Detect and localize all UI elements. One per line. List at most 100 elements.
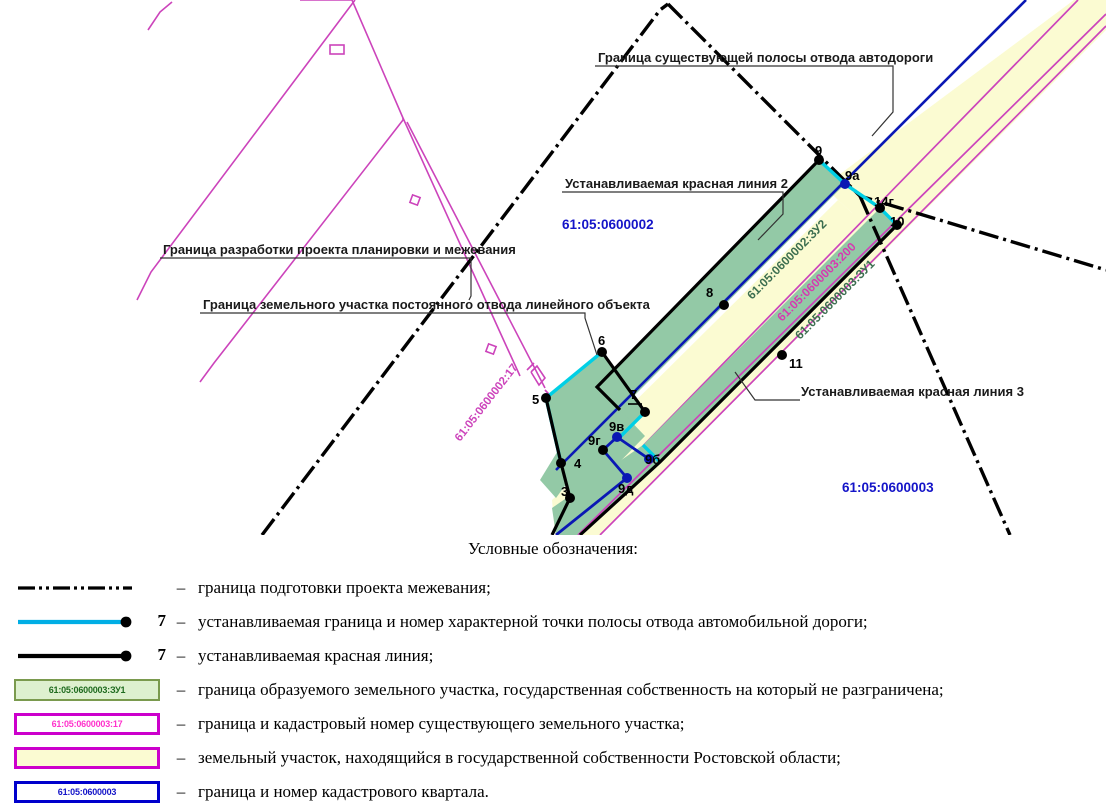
- vertex-9g: [598, 445, 608, 455]
- callout-leaders: [160, 65, 894, 401]
- legend-text-state-parcel: земельный участок, находящийся в государ…: [198, 748, 841, 767]
- legend-symbol-black-line: 7: [14, 641, 167, 671]
- point-label-9g: 9г: [588, 433, 601, 448]
- parcel-outline-left-inner: [199, 118, 404, 383]
- parcel-zu1-strip-extension: [552, 445, 660, 535]
- point-label-9a: 9а: [845, 168, 860, 183]
- legend-dash-mark-7: –: [176, 782, 186, 801]
- quarter-label-0600002: 61:05:0600002: [562, 217, 654, 232]
- parcel-outline-left-right-leg: [300, 0, 521, 377]
- building-rect-3: [484, 342, 498, 356]
- vertex-9b: [644, 454, 654, 464]
- point-label-4: 4: [574, 456, 582, 471]
- legend-text-red-line: устанавливаемая красная линия;: [198, 646, 434, 665]
- point-label-10: 10: [890, 214, 904, 229]
- parcel-200-magenta-edge: [577, 13, 1106, 535]
- quarter-boundary-blue-axis: [555, 0, 1027, 471]
- legend-row-project-boundary: – граница подготовки проекта межевания;: [0, 573, 1106, 603]
- point-label-9v: 9в: [609, 419, 624, 434]
- legend-row-state-parcel: – земельный участок, находящийся в госуд…: [0, 743, 1106, 773]
- legend-row-existing-parcel: 61:05:0600003:17 – граница и кадастровый…: [0, 709, 1106, 739]
- legend-box-label-quarter: 61:05:0600003: [14, 781, 160, 803]
- legend-dash-mark-1: –: [176, 578, 186, 597]
- legend-panel: Условные обозначения: – граница подготов…: [0, 535, 1106, 803]
- parcel-outline-narrow: [530, 364, 547, 387]
- callout-permanent: Граница земельного участка постоянного о…: [203, 297, 651, 312]
- legend-title: Условные обозначения:: [467, 539, 639, 558]
- legend-text-project-boundary: граница подготовки проекта межевания;: [198, 578, 491, 597]
- point-label-8: 8: [706, 285, 713, 300]
- vertex-8: [719, 300, 729, 310]
- vertex-9v: [612, 432, 622, 442]
- parcel-zu1-area: [643, 208, 897, 462]
- callout-road-row: Граница существующей полосы отвода автод…: [598, 50, 933, 65]
- leader-planning: [160, 257, 472, 301]
- vertex-9a: [840, 179, 850, 189]
- callout-red-line-2: Устанавливаемая красная линия 2: [565, 176, 788, 191]
- legend-point-number-cyan: 7: [157, 611, 167, 630]
- point-number-labels: 9 9а 14г 10 8 11 6 5 7 9в 9б 9г 9д 4 3: [532, 143, 904, 499]
- point-label-9b: 9б: [645, 452, 660, 467]
- vertex-14g: [875, 203, 885, 213]
- callout-planning: Граница разработки проекта планировки и …: [163, 242, 516, 257]
- legend-row-road-row: 7 – устанавливаемая граница и номер хара…: [0, 607, 1106, 637]
- leader-road-row: [595, 65, 894, 137]
- point-label-14g: 14г: [874, 194, 894, 209]
- callout-red-line-3: Устанавливаемая красная линия 3: [801, 384, 1024, 399]
- map-drawing: Граница существующей полосы отвода автод…: [136, 0, 1106, 535]
- vertex-4: [556, 458, 566, 468]
- legend-dash-mark-4: –: [176, 680, 186, 699]
- point-label-11: 11: [789, 356, 803, 371]
- vertex-9d: [622, 473, 632, 483]
- legend-text-road-row: устанавливаемая граница и номер характер…: [198, 612, 868, 631]
- vertex-7: [640, 407, 650, 417]
- legend-text-formed-parcel: граница образуемого земельного участка, …: [198, 680, 944, 699]
- leader-red-line-2: [562, 191, 784, 241]
- legend-dash-mark-3: –: [176, 646, 186, 665]
- legend-symbol-cyan-line: 7: [14, 607, 167, 637]
- legend-text-existing-parcel: граница и кадастровый номер существующег…: [198, 714, 685, 733]
- parcel-outline-corner: [147, 1, 173, 31]
- legend-dash-mark-5: –: [176, 714, 186, 733]
- existing-parcel-outlines: [136, 0, 547, 389]
- vertex-11: [777, 350, 787, 360]
- vertex-10: [892, 220, 902, 230]
- quarter-label-0600003: 61:05:0600003: [842, 480, 934, 495]
- leader-red-line-3: [734, 371, 800, 401]
- vertex-6: [597, 347, 607, 357]
- legend-symbol-green-box: 61:05:0600003:ЗУ1: [14, 675, 164, 705]
- point-label-9d: 9д: [618, 481, 634, 496]
- legend-box-label-zu1: 61:05:0600003:ЗУ1: [14, 679, 160, 701]
- legend-symbol-dash-dot: [14, 573, 164, 603]
- vertex-3: [565, 493, 575, 503]
- building-rect-2: [408, 193, 422, 207]
- legend-row-formed-parcel: 61:05:0600003:ЗУ1 – граница образуемого …: [0, 675, 1106, 705]
- legend-text-quarter: граница и номер кадастрового квартала.: [198, 782, 489, 801]
- legend-symbol-magenta-box: 61:05:0600003:17: [14, 709, 164, 739]
- parcel-zu2-strip-extension: [540, 387, 620, 498]
- point-label-6: 6: [598, 333, 605, 348]
- building-rect-1: [329, 44, 345, 55]
- parcel-outline-narrow2: [526, 362, 535, 371]
- point-label-7: 7: [630, 387, 637, 402]
- legend-dash-mark-2: –: [176, 612, 186, 631]
- map-canvas: Граница существующей полосы отвода автод…: [136, 0, 1106, 535]
- point-label-5: 5: [532, 392, 539, 407]
- parcel-outline-left-inner2: [406, 121, 546, 389]
- legend-box-label-state: [14, 747, 160, 769]
- parcel-outline-left-long: [136, 0, 356, 301]
- vertex-dots: [541, 155, 902, 503]
- established-red-lines: [544, 158, 899, 535]
- legend-symbol-yellow-box: [14, 743, 164, 773]
- point-label-9: 9: [815, 143, 822, 158]
- legend-row-red-line: 7 – устанавливаемая красная линия;: [0, 641, 1106, 671]
- legend-box-label-existing: 61:05:0600003:17: [14, 713, 160, 735]
- vertex-9: [814, 155, 824, 165]
- vertex-5: [541, 393, 551, 403]
- legend-dash-mark-6: –: [176, 748, 186, 767]
- parcel-label-ex17: 61:05:0600002:17: [453, 362, 521, 444]
- point-label-3: 3: [561, 484, 568, 499]
- parcel-zu2-area: [597, 160, 845, 410]
- legend-point-number-black: 7: [157, 645, 167, 664]
- leader-permanent: [200, 312, 598, 356]
